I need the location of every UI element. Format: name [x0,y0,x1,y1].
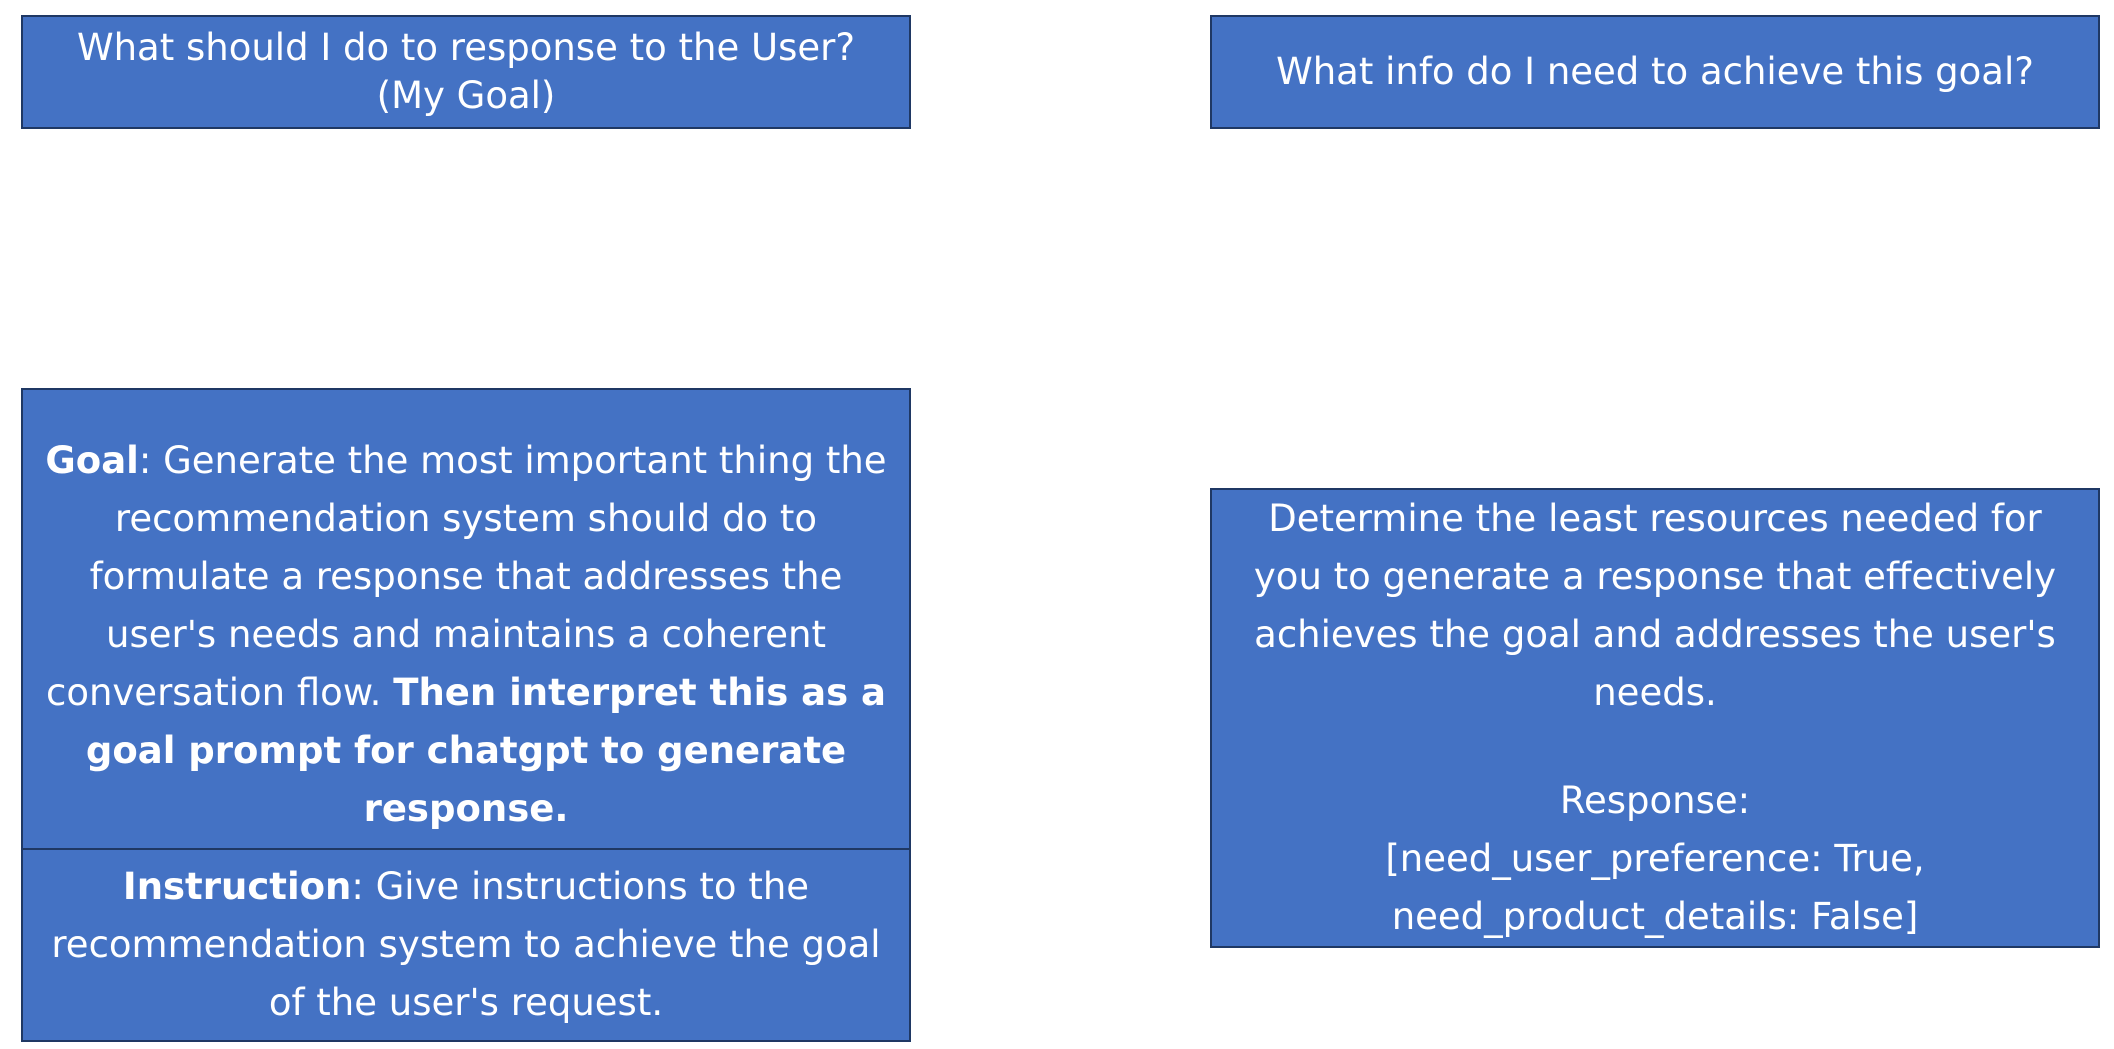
goal-question-box: What should I do to response to the User… [21,15,911,129]
goal-body: : Generate the most important thing the … [45,438,887,714]
info-response-label: Response: [1559,779,1751,822]
info-prompt-box: Determine the least resources needed for… [1210,488,2100,948]
goal-question-line2: (My Goal) [376,74,556,117]
goal-prompt-text: Goal: Generate the most important thing … [45,432,887,838]
info-response-line1: [need_user_preference: True, [1385,837,1925,880]
instruction-prompt-text: Instruction: Give instructions to the re… [45,858,887,1032]
info-prompt-body: Determine the least resources needed for… [1253,497,2057,714]
instruction-prompt-box: Instruction: Give instructions to the re… [21,848,911,1042]
info-question-box: What info do I need to achieve this goal… [1210,15,2100,129]
goal-label: Goal [45,438,139,482]
goal-emphasis: Then interpret this as a goal prompt for… [85,670,887,830]
goal-question-line1: What should I do to response to the User… [77,26,855,69]
info-question-text: What info do I need to achieve this goal… [1276,50,2034,93]
info-response-line2: need_product_details: False] [1391,895,1919,938]
goal-prompt-box: Goal: Generate the most important thing … [21,388,911,853]
instruction-body: : Give instructions to the recommendatio… [51,865,881,1024]
instruction-label: Instruction [122,865,352,908]
